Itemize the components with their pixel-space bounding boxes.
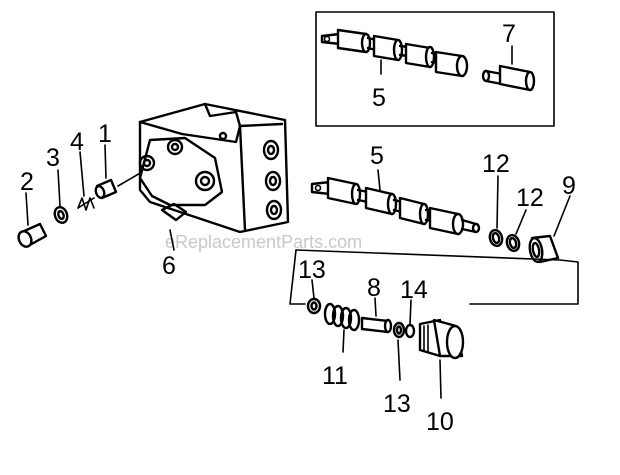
leader-13a xyxy=(311,279,315,299)
leader-1 xyxy=(104,144,107,179)
leader-14 xyxy=(409,299,412,325)
callout-8: 8 xyxy=(367,274,381,302)
callout-5-top: 5 xyxy=(372,84,386,112)
spring-part-4 xyxy=(77,197,95,211)
callout-4: 4 xyxy=(70,128,84,156)
callout-11: 11 xyxy=(322,362,348,390)
ring-part-13b xyxy=(392,321,406,339)
leader-13b xyxy=(397,339,401,381)
oring-part-14 xyxy=(404,323,416,339)
leader-8 xyxy=(374,297,377,317)
leader-5 xyxy=(377,169,381,191)
callout-2: 2 xyxy=(20,168,34,196)
bracket-outline xyxy=(295,249,579,305)
callout-13a: 13 xyxy=(298,256,326,284)
inset-box xyxy=(315,11,555,127)
cap-part-9 xyxy=(528,234,560,264)
leader-12b xyxy=(515,209,527,235)
callout-5: 5 xyxy=(370,142,384,170)
leader-2 xyxy=(25,192,29,226)
leader-12a xyxy=(496,175,499,229)
callout-3: 3 xyxy=(46,144,60,172)
callout-9: 9 xyxy=(562,172,576,200)
seal-ring-part-12b xyxy=(505,233,521,253)
leader-1-body xyxy=(117,171,143,187)
seat-part-1 xyxy=(94,178,118,200)
leader-6 xyxy=(169,229,175,251)
callout-12a: 12 xyxy=(482,150,510,178)
ring-part-3 xyxy=(53,206,69,224)
inset-frame xyxy=(315,11,555,127)
inset-spool-part-5 xyxy=(320,28,469,78)
plug-part-10 xyxy=(418,318,465,360)
spool-part-5 xyxy=(310,176,481,236)
plug-part-2 xyxy=(17,222,48,248)
inset-part-7 xyxy=(481,64,536,92)
callout-13b: 13 xyxy=(383,390,411,418)
callout-12b: 12 xyxy=(516,184,544,212)
callout-1: 1 xyxy=(98,120,112,148)
watermark: eReplacementParts.com xyxy=(165,232,362,252)
leader-10 xyxy=(439,359,442,399)
spring-part-11 xyxy=(323,302,361,332)
callout-6: 6 xyxy=(162,252,176,280)
leader-11 xyxy=(342,329,345,353)
ring-part-13a xyxy=(306,297,322,315)
bracket-outline-left xyxy=(289,249,306,305)
leader-3 xyxy=(57,169,61,207)
callout-14: 14 xyxy=(400,276,428,304)
pin-part-8 xyxy=(360,316,393,334)
seal-ring-part-12a xyxy=(488,228,504,248)
leader-4 xyxy=(79,151,85,197)
valve-body-part-6 xyxy=(138,102,290,234)
callout-10: 10 xyxy=(426,408,454,436)
leader-9 xyxy=(553,195,571,237)
callout-7: 7 xyxy=(502,20,516,48)
